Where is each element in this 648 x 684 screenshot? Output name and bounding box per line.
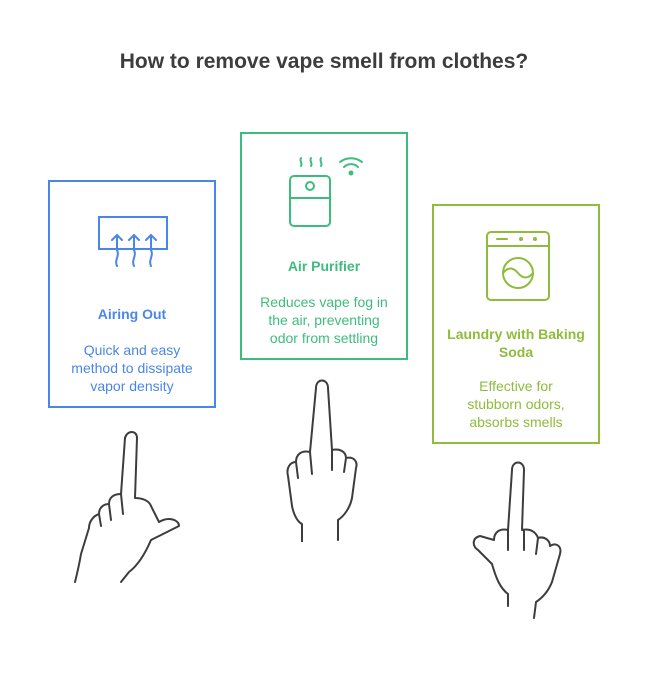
card-desc-line: absorbs smells: [469, 414, 563, 430]
card-laundry: Laundry with Baking Soda Effective for s…: [432, 204, 600, 444]
card-desc-line: vapor density: [90, 378, 174, 394]
card-airing-out: Airing Out Quick and easy method to diss…: [48, 180, 216, 408]
pointing-hand-icon: [286, 379, 358, 542]
pointing-hand-icon: [472, 461, 562, 619]
card-desc-line: Reduces vape fog in: [260, 294, 388, 310]
page-title: How to remove vape smell from clothes?: [119, 50, 529, 73]
card-desc-line: odor from settling: [269, 330, 379, 346]
card-desc-line: Effective for: [479, 378, 553, 394]
pointing-hand-icon: [74, 431, 180, 583]
card-desc-line: stubborn odors,: [467, 396, 565, 412]
card-air-purifier: Air Purifier Reduces vape fog in the air…: [240, 132, 408, 360]
card-title: Laundry with Baking: [447, 326, 585, 342]
window-airflow-icon: [98, 216, 168, 267]
card-desc-line: Quick and easy: [83, 342, 181, 358]
card-title: Airing Out: [97, 306, 167, 322]
card-desc-line: method to dissipate: [71, 360, 193, 376]
washing-machine-icon: [486, 231, 550, 301]
air-purifier-icon: [289, 157, 363, 227]
card-title: Air Purifier: [287, 258, 361, 274]
card-title-cont: Soda: [498, 344, 534, 360]
card-desc-line: the air, preventing: [268, 312, 380, 328]
